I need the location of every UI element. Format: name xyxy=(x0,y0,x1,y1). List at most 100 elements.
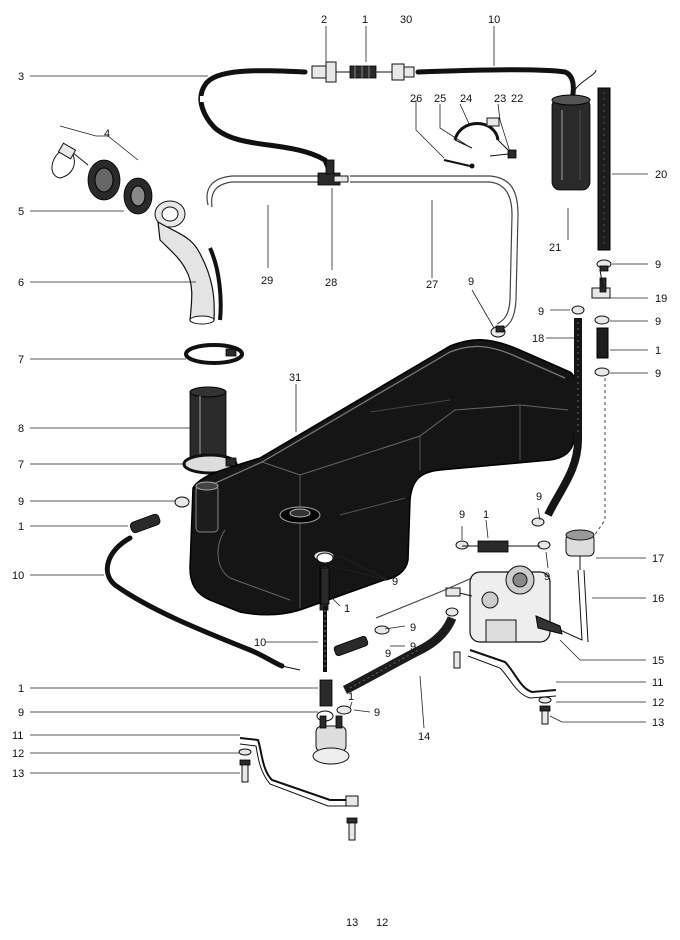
callout-labels: 2 1 30 10 3 26 25 24 23 22 4 20 5 21 9 2… xyxy=(12,14,667,929)
callout-2: 2 xyxy=(321,14,327,26)
filler-hose-6 xyxy=(157,220,223,325)
inline-filter-1-top xyxy=(349,65,377,79)
callout-5: 5 xyxy=(18,206,24,218)
callout-9-mid-c: 9 xyxy=(544,571,550,583)
bolt-13-right xyxy=(539,705,551,725)
callout-10-top: 10 xyxy=(488,14,500,26)
bolt-16 xyxy=(453,651,461,669)
short-hose-1-right xyxy=(596,327,609,359)
callout-8: 8 xyxy=(18,423,24,435)
short-hose-1-diag xyxy=(333,635,369,657)
callout-1-lower: 1 xyxy=(348,691,354,703)
vent-hose-3 xyxy=(198,68,333,175)
fuel-tank-31 xyxy=(189,339,578,616)
fuel-line-18 xyxy=(544,318,582,517)
callout-9-mid-a: 9 xyxy=(536,491,542,503)
callout-12-right: 12 xyxy=(652,697,664,709)
fuel-pump-carburettor-15 xyxy=(445,565,563,643)
bracket-11-right xyxy=(467,649,557,699)
callout-9-mid-f: 9 xyxy=(385,648,391,660)
callout-13-right: 13 xyxy=(652,717,664,729)
fuel-line-16 xyxy=(559,569,589,643)
charcoal-canister-21 xyxy=(551,69,597,191)
t-piece-28 xyxy=(317,159,349,186)
small-clamp-9-l xyxy=(445,607,459,617)
callout-14: 14 xyxy=(418,731,430,743)
small-clamp-9-b xyxy=(571,305,585,315)
callout-7-lower: 7 xyxy=(18,459,24,471)
callout-9-mid-b: 9 xyxy=(459,509,465,521)
callout-1-left: 1 xyxy=(18,521,24,533)
callout-30: 30 xyxy=(400,14,412,26)
callout-9-r3: 9 xyxy=(655,316,661,328)
callout-4: 4 xyxy=(104,128,110,140)
bolt-13-left xyxy=(239,759,251,783)
callout-7-upper: 7 xyxy=(18,354,24,366)
callout-19: 19 xyxy=(655,293,667,305)
small-clamp-9-d xyxy=(594,367,610,377)
hose-10-top xyxy=(415,67,576,103)
bracket-11-left xyxy=(239,737,359,807)
fuel-filter-17 xyxy=(565,529,595,570)
callout-1-center: 1 xyxy=(344,603,350,615)
callout-18: 18 xyxy=(532,333,544,345)
callout-1-top: 1 xyxy=(362,14,368,26)
callout-20: 20 xyxy=(655,169,667,181)
callout-9-mid-e: 9 xyxy=(410,641,416,653)
callout-9-r2: 9 xyxy=(538,306,544,318)
callout-23: 23 xyxy=(494,93,506,105)
short-hose-1-left xyxy=(129,513,161,534)
nut-22-23 xyxy=(489,149,517,159)
rubber-sleeve-8 xyxy=(189,386,227,459)
washer-12-left xyxy=(238,748,252,756)
callout-28: 28 xyxy=(325,277,337,289)
washer-12-right xyxy=(538,696,552,704)
callout-12-left: 12 xyxy=(12,748,24,760)
small-clamp-9-k xyxy=(374,625,390,635)
small-clamp-9-j xyxy=(455,540,469,550)
filler-cap-4 xyxy=(51,142,121,201)
callout-1-right: 1 xyxy=(655,345,661,357)
callout-6: 6 xyxy=(18,277,24,289)
callout-11-right: 11 xyxy=(652,677,663,689)
small-clamp-9-n xyxy=(336,705,352,715)
inline-fitting-2 xyxy=(311,61,350,83)
short-hose-1-lower xyxy=(319,679,333,707)
filler-neck-5 xyxy=(123,177,186,228)
thin-line-right xyxy=(593,378,606,537)
inline-fitting-30 xyxy=(376,63,415,81)
callout-16: 16 xyxy=(652,593,664,605)
bolt-13-lower xyxy=(346,817,358,841)
hose-20 xyxy=(597,87,611,251)
callout-17: 17 xyxy=(652,553,664,565)
short-hose-1-mid xyxy=(462,540,540,553)
callout-9-r4: 9 xyxy=(655,368,661,380)
vent-line-29 xyxy=(206,175,318,208)
callout-9-tank: 9 xyxy=(392,576,398,588)
callout-10-left: 10 xyxy=(12,570,24,582)
short-hose-1-center xyxy=(320,567,330,605)
callout-12-bottom: 12 xyxy=(376,917,388,929)
vent-line-27 xyxy=(350,175,519,331)
t-fitting-19 xyxy=(591,269,611,299)
callout-1-lower-left: 1 xyxy=(18,683,24,695)
callout-1-mid: 1 xyxy=(483,509,489,521)
small-clamp-9-h xyxy=(531,517,545,527)
leader-lines xyxy=(30,26,648,774)
callout-24: 24 xyxy=(460,93,472,105)
callout-27: 27 xyxy=(426,279,438,291)
screw-25 xyxy=(443,159,475,169)
hose-10-lower xyxy=(104,535,301,671)
callout-9-vent: 9 xyxy=(468,276,474,288)
small-clamp-9-e xyxy=(490,325,506,338)
thin-line-center xyxy=(375,577,473,619)
callout-9-left: 9 xyxy=(18,496,24,508)
callout-9-lower: 9 xyxy=(374,707,380,719)
callout-25: 25 xyxy=(434,93,446,105)
callout-13-bottom: 13 xyxy=(346,917,358,929)
callout-13-left: 13 xyxy=(12,768,24,780)
callout-9-r1: 9 xyxy=(655,259,661,271)
callout-11-left: 11 xyxy=(12,730,23,742)
small-clamp-9-g xyxy=(316,552,334,564)
